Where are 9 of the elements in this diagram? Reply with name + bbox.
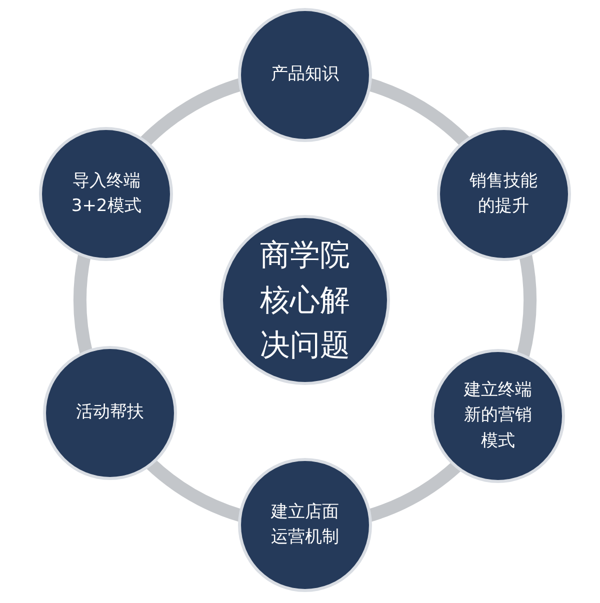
topic-circle: 销售技能的提升 [440, 130, 568, 258]
ring-arc [516, 254, 536, 358]
topic-circle: 建立终端新的营销模式 [434, 352, 562, 480]
center-circle: 商学院核心解决问题 [223, 218, 387, 382]
topic-circle: 活动帮扶 [46, 348, 174, 476]
topic-circle: 建立店面运营机制 [241, 461, 369, 589]
topic-circle: 产品知识 [241, 11, 369, 139]
topic-circle: 导入终端3+2模式 [42, 130, 170, 258]
ring-arc [74, 254, 93, 354]
